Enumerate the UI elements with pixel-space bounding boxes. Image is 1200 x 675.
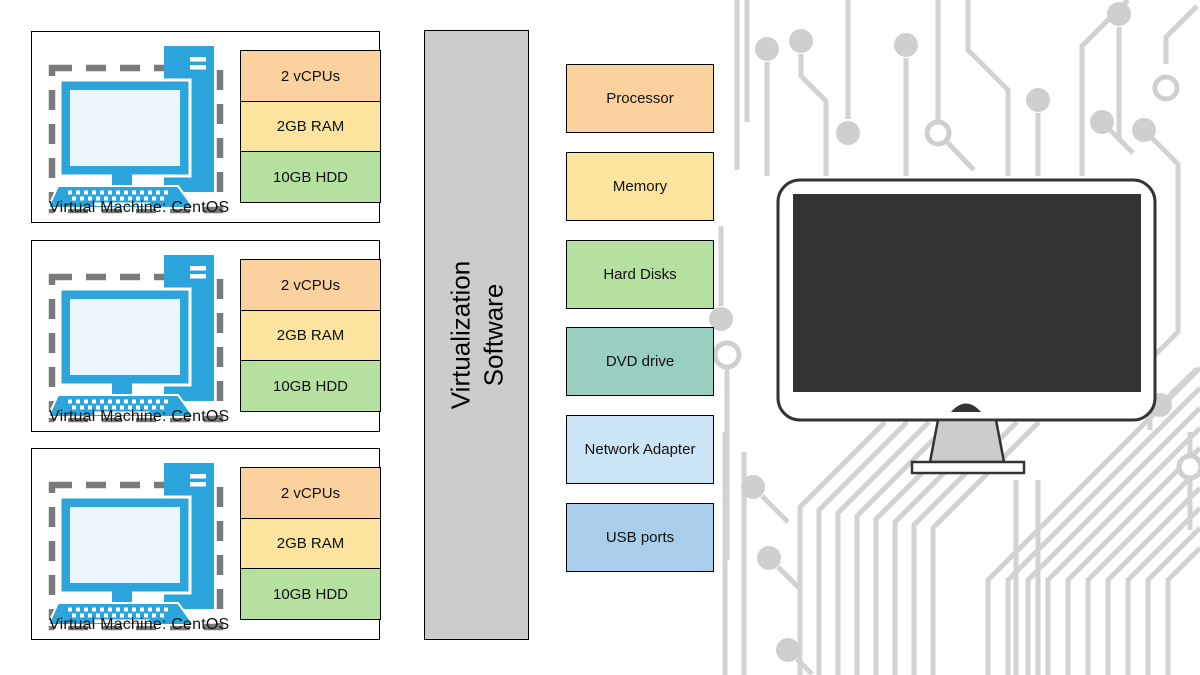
vm-resource-ram: 2GB RAM [240,100,381,153]
hardware-box-hard-disks: Hard Disks [566,240,714,309]
vm-box-1: 2 vCPUs 2GB RAM 10GB HDD Virtual Machine… [31,31,381,223]
virtualization-software-label: Virtualization Software [444,261,509,409]
vm-resource-hdd: 10GB HDD [240,360,381,412]
hardware-box-usb-ports: USB ports [566,503,714,572]
vm-label: Virtual Machine: CentOS [49,408,230,425]
monitor-stand [928,418,1006,464]
hardware-box-network-adapter: Network Adapter [566,415,714,484]
virtualization-line2: Software [477,283,508,387]
virtualization-software-bar: Virtualization Software [424,30,529,640]
vm-resource-hdd: 10GB HDD [240,151,381,203]
monitor-base [910,460,1026,475]
vm-resource-hdd: 10GB HDD [240,568,381,620]
vm-label: Virtual Machine: CentOS [49,199,230,216]
vm-resource-ram: 2GB RAM [240,309,381,362]
hardware-box-processor: Processor [566,64,714,133]
desktop-computer-icon [46,463,224,631]
desktop-computer-icon [46,46,224,214]
vm-label: Virtual Machine: CentOS [49,616,230,633]
vm-resource-stack: 2 vCPUs 2GB RAM 10GB HDD [240,50,381,203]
vm-resource-stack: 2 vCPUs 2GB RAM 10GB HDD [240,259,381,412]
hardware-box-dvd-drive: DVD drive [566,327,714,396]
vm-resource-vcpus: 2 vCPUs [240,50,381,102]
vm-resource-vcpus: 2 vCPUs [240,259,381,311]
virtualization-line1: Virtualization [445,260,475,410]
vm-box-3: 2 vCPUs 2GB RAM 10GB HDD Virtual Machine… [31,448,381,640]
vm-resource-ram: 2GB RAM [240,517,381,570]
vm-box-2: 2 vCPUs 2GB RAM 10GB HDD Virtual Machine… [31,240,381,432]
monitor-illustration [776,178,1157,475]
vm-resource-stack: 2 vCPUs 2GB RAM 10GB HDD [240,467,381,620]
monitor-chin-notch [951,403,981,412]
vm-resource-vcpus: 2 vCPUs [240,467,381,519]
hardware-box-memory: Memory [566,152,714,221]
desktop-computer-icon [46,255,224,423]
